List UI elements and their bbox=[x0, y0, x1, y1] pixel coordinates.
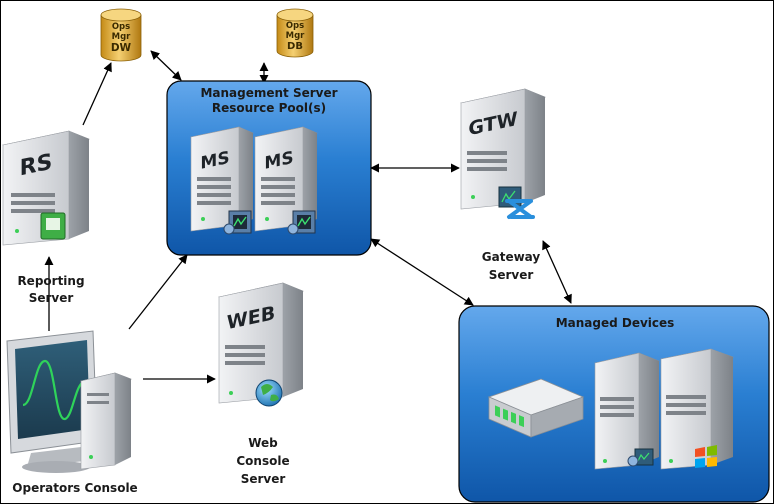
ops-mgr-dw-database-icon: Ops Mgr DW bbox=[100, 8, 142, 62]
web-console-server-icon: WEB bbox=[217, 282, 305, 407]
web-console-label-line1: Web bbox=[248, 436, 278, 450]
managed-server-1-icon bbox=[593, 352, 661, 470]
network-switch-icon bbox=[487, 378, 585, 438]
pool-title-line1: Management Server bbox=[200, 86, 337, 100]
reporting-server-label-line2: Server bbox=[29, 291, 74, 305]
management-server-2-icon: MS bbox=[254, 126, 318, 235]
ops-db-line2: Mgr bbox=[286, 31, 306, 41]
operators-console-label: Operators Console bbox=[12, 481, 137, 495]
management-server-1-icon: MS bbox=[190, 126, 254, 235]
gateway-server-label-line2: Server bbox=[489, 268, 534, 282]
connector-arrows bbox=[44, 50, 572, 384]
reporting-server-icon: RS bbox=[1, 130, 91, 246]
web-console-label-line3: Server bbox=[241, 472, 286, 486]
web-console-label-line2: Console bbox=[236, 454, 289, 468]
gateway-server-icon: GTW bbox=[459, 88, 547, 219]
gateway-server-label-line1: Gateway bbox=[482, 250, 541, 264]
managed-devices-group: Managed Devices bbox=[458, 305, 770, 503]
managed-server-2-icon bbox=[659, 348, 735, 470]
operators-console-icon bbox=[6, 330, 133, 473]
ops-mgr-db-database-icon: Ops Mgr DB bbox=[276, 8, 314, 58]
dw-db-line2: Mgr bbox=[112, 32, 132, 42]
windows-logo-icon bbox=[695, 445, 717, 468]
pool-title-line2: Resource Pool(s) bbox=[212, 101, 326, 115]
reporting-server-label-line1: Reporting bbox=[17, 274, 84, 288]
dw-db-line3: DW bbox=[111, 42, 132, 54]
managed-devices-title: Managed Devices bbox=[556, 316, 675, 330]
ops-db-line3: DB bbox=[287, 41, 303, 52]
dw-db-line1: Ops bbox=[112, 22, 130, 32]
management-server-pool: Management Server Resource Pool(s) MS MS bbox=[166, 80, 372, 256]
ops-db-line1: Ops bbox=[286, 21, 304, 31]
